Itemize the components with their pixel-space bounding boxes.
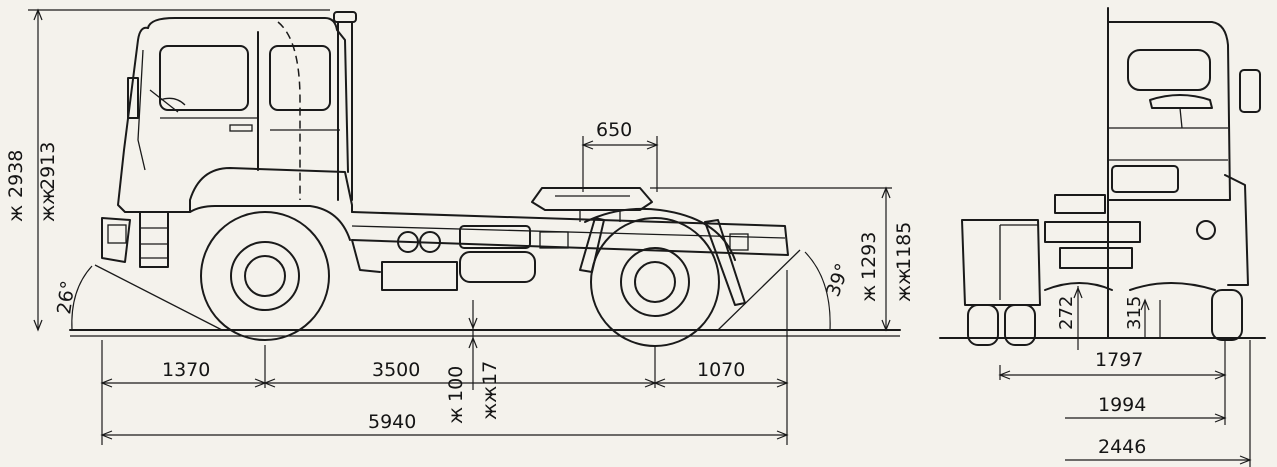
- width-1994-label: 1994: [1098, 394, 1146, 416]
- fifth-wheel-650-label: 650: [596, 119, 632, 141]
- fuel-tank: [459, 251, 536, 283]
- height-2913-label: 2913: [37, 142, 59, 190]
- height-2913-marker: жж: [37, 188, 59, 222]
- cab: [117, 17, 353, 213]
- windshield-window: [159, 45, 249, 111]
- height-dimension: [28, 8, 330, 332]
- height-315-label: 315: [1124, 296, 1145, 330]
- height-1185-marker: жж: [893, 268, 915, 302]
- front-wheel: [189, 205, 351, 341]
- rear-height-dims: [1073, 286, 1161, 350]
- rear-width-dims: [998, 340, 1252, 467]
- chassis-frame: [351, 211, 789, 291]
- departure-angle-arc: [804, 251, 831, 331]
- clearance-100-marker: ж: [445, 407, 467, 424]
- clearance-17-marker: жж: [479, 386, 501, 420]
- side-view: [28, 8, 901, 445]
- clearance-100-label: 100: [445, 366, 467, 402]
- rear-overhang-label: 1070: [697, 359, 745, 381]
- door-handle: [229, 124, 253, 132]
- battery-box: [381, 261, 458, 291]
- front-overhang-label: 1370: [162, 359, 210, 381]
- wheelbase-label: 3500: [372, 359, 420, 381]
- rear-view-wheels: [967, 289, 1243, 346]
- rear-view: [939, 7, 1266, 467]
- approach-angle-line: [94, 264, 223, 331]
- mirror: [127, 77, 139, 119]
- height-2938-marker: ж: [5, 205, 27, 222]
- rear-window: [1127, 49, 1211, 91]
- exhaust-stack: [333, 11, 357, 201]
- rear-mirror: [1239, 69, 1261, 113]
- rear-wheel: [579, 207, 746, 347]
- rear-frame: [961, 174, 1249, 306]
- track-1797-label: 1797: [1095, 349, 1143, 371]
- height-1293-label: 1293: [858, 232, 880, 280]
- air-tank: [459, 225, 531, 249]
- height-272-label: 272: [1056, 296, 1077, 330]
- fifth-wheel-offset-dimension: [581, 136, 659, 192]
- ground-clearance-dimension: [460, 300, 486, 390]
- height-1293-marker: ж: [858, 285, 880, 302]
- length-dimensions: [100, 270, 789, 445]
- height-2938-label: 2938: [5, 150, 27, 198]
- overall-length-label: 5940: [368, 411, 416, 433]
- mudflap-rear: [704, 219, 746, 306]
- headlight: [107, 224, 127, 244]
- fifth-wheel-height-dimension: [650, 186, 892, 332]
- rear-angle-label: 39°: [822, 261, 854, 300]
- approach-angle-arc: [71, 265, 93, 331]
- fifth-wheel: [531, 187, 653, 222]
- width-2446-label: 2446: [1098, 436, 1146, 458]
- front-angle-label: 26°: [53, 279, 79, 315]
- rear-cab: [1107, 7, 1261, 339]
- height-1185-label: 1185: [893, 222, 915, 270]
- steering-wheel: [1149, 94, 1213, 109]
- clearance-17-label: 17: [479, 361, 501, 385]
- front-bumper: [101, 211, 169, 268]
- departure-angle-line: [717, 249, 801, 331]
- grille: [1111, 165, 1179, 193]
- mudflap-front: [579, 217, 605, 273]
